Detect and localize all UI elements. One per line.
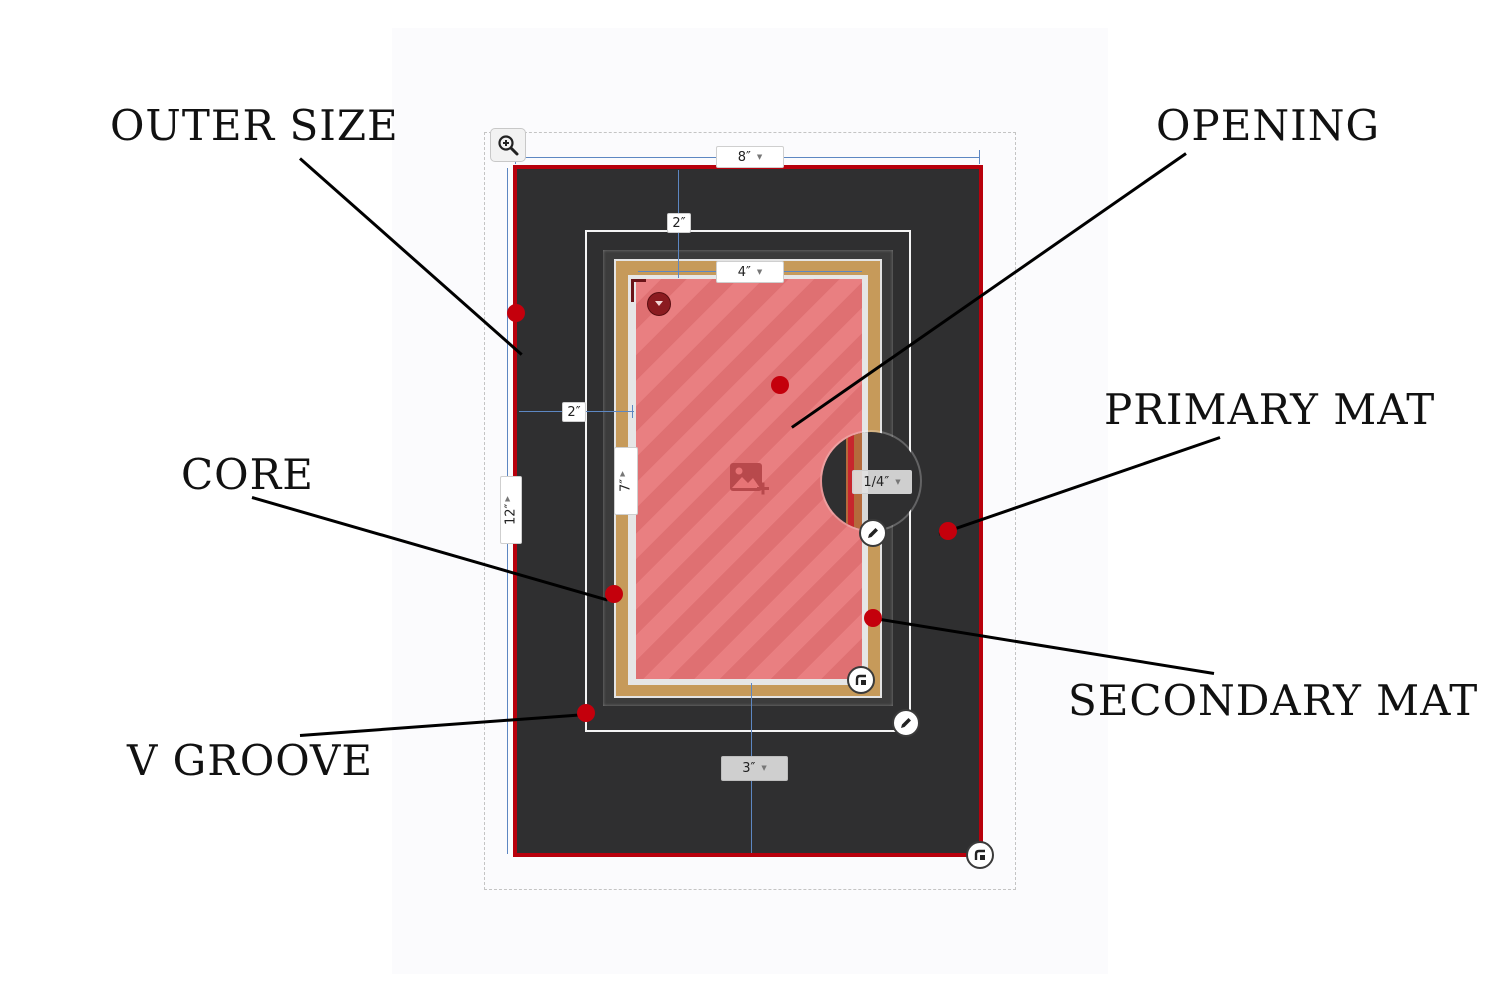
opening-height-value: 7″	[618, 478, 634, 492]
guide-box	[484, 132, 1016, 890]
v-groove-marker	[577, 704, 595, 722]
chevron-down-icon: ▼	[756, 267, 763, 276]
secondary-mat-edit-button[interactable]	[859, 519, 887, 547]
bottom-border-label[interactable]: 3″ ▼	[721, 756, 788, 781]
outer-height-value: 12″	[503, 503, 519, 525]
primary-mat-edit-button[interactable]	[892, 709, 920, 737]
chevron-down-icon: ▼	[503, 495, 512, 504]
outer-size-marker	[507, 304, 525, 322]
chevron-down-icon: ▼	[618, 470, 627, 479]
secondary-mat-callout: SECONDARY MAT	[1068, 676, 1479, 725]
opening-width-value: 4″	[737, 264, 751, 280]
magnifier-opening-edge	[848, 432, 854, 530]
top-border-label[interactable]: 2″	[667, 213, 691, 233]
core-marker	[605, 585, 623, 603]
pencil-icon	[901, 718, 911, 728]
v-groove-callout: V GROOVE	[127, 736, 373, 785]
opening-corner-button[interactable]	[847, 666, 875, 694]
outer-corner-button[interactable]	[966, 841, 994, 869]
reveal-value: 1/4″	[863, 474, 890, 490]
bottom-border-value: 3″	[742, 761, 756, 776]
outer-height-label[interactable]: 12″ ▼	[500, 476, 522, 544]
corner-radius-icon	[974, 849, 985, 860]
zoom-in-icon	[498, 135, 519, 156]
outer-size-callout: OUTER SIZE	[110, 101, 399, 150]
chevron-down-icon: ▼	[756, 152, 763, 161]
side-border-label[interactable]: 2″	[562, 402, 586, 422]
chevron-down-icon: ▼	[895, 477, 901, 486]
core-callout: CORE	[181, 450, 314, 499]
secondary-mat-marker	[864, 609, 882, 627]
opening-callout: OPENING	[1156, 101, 1380, 150]
zoom-button[interactable]	[490, 128, 526, 162]
opening-menu-button[interactable]	[647, 292, 671, 316]
outer-width-value: 8″	[737, 149, 751, 165]
reveal-label[interactable]: 1/4″ ▼	[852, 470, 912, 494]
opening-height-label[interactable]: 7″ ▼	[614, 447, 638, 515]
add-image-icon[interactable]	[728, 461, 772, 501]
primary-mat-marker	[939, 522, 957, 540]
primary-mat-callout: PRIMARY MAT	[1104, 385, 1436, 434]
corner-radius-icon	[855, 674, 866, 685]
opening-marker	[771, 376, 789, 394]
opening-width-label[interactable]: 4″ ▼	[716, 261, 784, 283]
outer-width-tick-right	[979, 150, 980, 164]
chevron-down-icon	[655, 301, 663, 306]
top-border-value: 2″	[672, 215, 686, 231]
outer-width-label[interactable]: 8″ ▼	[716, 146, 784, 168]
opening-corner-marker	[631, 279, 646, 302]
pencil-icon	[868, 528, 878, 538]
side-border-tick	[632, 405, 633, 418]
chevron-down-icon: ▼	[761, 764, 767, 772]
reveal-magnifier: 1/4″ ▼	[822, 432, 920, 530]
side-border-value: 2″	[567, 404, 581, 420]
